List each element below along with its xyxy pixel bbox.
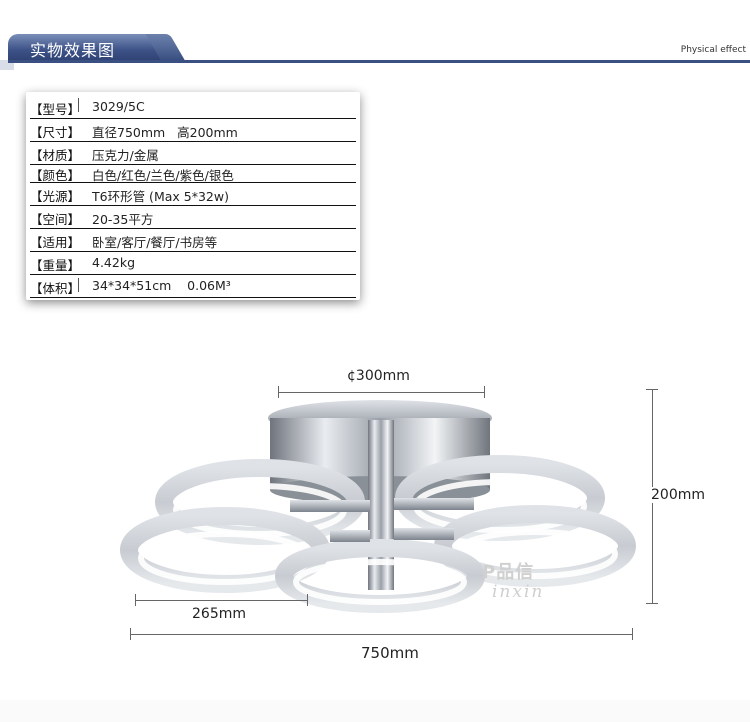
header-banner: 实物效果图 Physical effect xyxy=(0,0,750,70)
spec-row-material: 【材质】 压克力/金属 xyxy=(30,142,356,165)
spec-value: 白色/红色/兰色/紫色/银色 xyxy=(92,168,234,183)
page-title: 实物效果图 xyxy=(30,41,116,60)
dim-line-ring xyxy=(135,600,307,601)
spec-label: 【尺寸】 xyxy=(30,125,81,140)
spec-value: 卧室/客厅/餐厅/书房等 xyxy=(92,235,218,250)
watermark-text: inxin xyxy=(492,582,545,602)
spec-value: 压克力/金属 xyxy=(92,148,159,163)
spec-label: 【型号】 xyxy=(30,102,81,117)
dim-total: 750mm xyxy=(361,644,419,662)
spec-value: 20-35平方 xyxy=(92,212,154,227)
spec-table: 【型号】 3029/5C 【尺寸】 直径750mm 高200mm 【材质】 压克… xyxy=(26,92,360,300)
spec-row-light: 【光源】 T6环形管 (Max 5*32w) xyxy=(30,183,356,206)
dim-line-top xyxy=(278,392,484,393)
spec-row-space: 【空间】 20-35平方 xyxy=(30,206,356,229)
spec-row-color: 【颜色】 白色/红色/兰色/紫色/银色 xyxy=(30,162,356,183)
spec-row-model: 【型号】 3029/5C xyxy=(30,96,356,119)
column-divider xyxy=(78,98,79,112)
page-subtitle: Physical effect xyxy=(680,45,746,55)
ring-front-center xyxy=(275,539,485,613)
spec-value: T6环形管 (Max 5*32w) xyxy=(92,189,229,204)
banner-rule xyxy=(8,60,750,63)
spec-label: 【适用】 xyxy=(30,235,81,250)
spec-value: 3029/5C xyxy=(92,99,145,114)
spec-value: 直径750mm 高200mm xyxy=(92,125,238,140)
spec-label: 【光源】 xyxy=(30,189,81,204)
footer-band xyxy=(0,700,750,722)
dim-top-diameter: ¢300mm xyxy=(347,368,410,384)
spec-label: 【颜色】 xyxy=(30,168,81,183)
spec-row-weight: 【重量】 4.42kg xyxy=(30,252,356,275)
product-image xyxy=(120,400,636,613)
spec-label: 【体积】 xyxy=(30,281,81,296)
spec-value: 34*34*51cm 0.06M³ xyxy=(92,278,231,293)
banner-accent xyxy=(0,60,14,70)
spec-value: 4.42kg xyxy=(92,255,136,270)
column-divider xyxy=(78,278,79,292)
spec-row-volume: 【体积】 34*34*51cm 0.06M³ xyxy=(30,275,356,298)
spec-row-usage: 【适用】 卧室/客厅/餐厅/书房等 xyxy=(30,229,356,252)
dim-line-total xyxy=(130,634,632,635)
spec-label: 【重量】 xyxy=(30,258,81,273)
watermark-logo: P品信 xyxy=(482,562,535,583)
spec-label: 【空间】 xyxy=(30,212,81,227)
spec-row-size: 【尺寸】 直径750mm 高200mm xyxy=(30,119,356,142)
spec-label: 【材质】 xyxy=(30,148,81,163)
dim-ring: 265mm xyxy=(192,606,246,622)
banner-tab xyxy=(8,34,166,63)
dim-height: 200mm xyxy=(650,487,706,503)
